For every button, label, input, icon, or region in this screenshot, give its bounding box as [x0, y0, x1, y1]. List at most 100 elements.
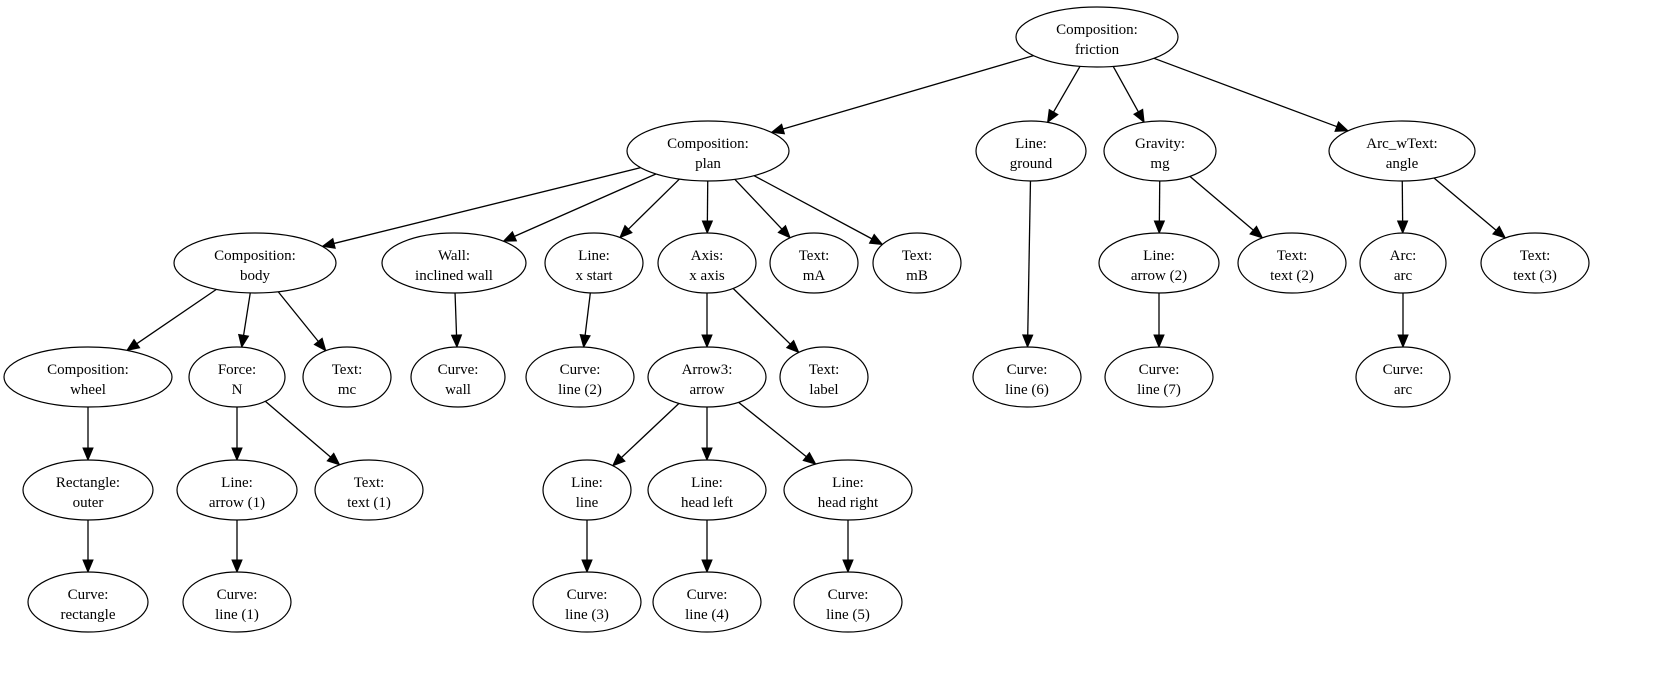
node-ellipse — [532, 571, 642, 633]
node-name-label: ground — [1010, 156, 1053, 172]
graph-node-forceN[interactable]: Force:N — [188, 346, 286, 408]
graph-node-wall[interactable]: Wall:inclined wall — [381, 232, 527, 294]
graph-node-rectouter[interactable]: Rectangle:outer — [22, 459, 154, 521]
node-name-label: angle — [1386, 156, 1419, 172]
graph-node-ground[interactable]: Line:ground — [975, 120, 1087, 182]
node-type-label: Axis: — [691, 248, 724, 264]
node-name-label: x axis — [689, 268, 725, 284]
arrowhead-icon — [579, 333, 591, 349]
node-type-label: Curve: — [217, 587, 258, 603]
node-type-label: Line: — [832, 475, 864, 491]
arrowhead-icon — [125, 338, 141, 352]
node-name-label: text (1) — [347, 495, 391, 511]
graph-node-line4[interactable]: Curve:line (4) — [652, 571, 762, 633]
graph-node-xstart[interactable]: Line: x start — [544, 232, 644, 294]
arrowhead-icon — [785, 339, 800, 354]
graph-node-angle[interactable]: Arc_wText:angle — [1328, 120, 1476, 182]
graph-node-arrow3[interactable]: Arrow3:arrow — [647, 346, 767, 408]
graph-node-text3[interactable]: Text:text (3) — [1480, 232, 1590, 294]
node-name-label: text (2) — [1270, 268, 1314, 284]
node-ellipse — [647, 459, 767, 521]
graph-node-body[interactable]: Composition:body — [173, 232, 337, 294]
arrowhead-icon — [1249, 225, 1264, 239]
node-name-label: line (3) — [565, 607, 609, 623]
graph-edge — [738, 401, 817, 465]
graph-edge — [579, 292, 591, 349]
graph-node-text1[interactable]: Text:text (1) — [314, 459, 424, 521]
graph-node-mB[interactable]: Text:mB — [872, 232, 962, 294]
graph-edge — [82, 520, 94, 574]
node-ellipse — [1104, 346, 1214, 408]
node-type-label: Text: — [809, 362, 840, 378]
graph-node-arc[interactable]: Arc:arc — [1359, 232, 1447, 294]
graph-edge — [842, 520, 854, 574]
node-type-label: Text: — [332, 362, 363, 378]
arrowhead-icon — [1334, 121, 1350, 132]
node-ellipse — [793, 571, 903, 633]
arrowhead-icon — [502, 230, 518, 242]
graph-node-line3[interactable]: Curve:line (3) — [532, 571, 642, 633]
graph-edge — [1112, 66, 1145, 124]
graph-node-arrow1[interactable]: Line:arrow (1) — [176, 459, 298, 521]
graph-node-curvearc[interactable]: Curve: arc — [1355, 346, 1451, 408]
arrowhead-icon — [868, 233, 884, 246]
node-ellipse — [975, 120, 1087, 182]
arrowhead-icon — [842, 559, 854, 574]
node-name-label: line — [576, 495, 599, 511]
graph-node-line7[interactable]: Curve:line (7) — [1104, 346, 1214, 408]
graph-node-headleft[interactable]: Line: head left — [647, 459, 767, 521]
node-name-label: line (2) — [558, 382, 602, 398]
graph-node-arrow2[interactable]: Line:arrow (2) — [1098, 232, 1220, 294]
node-type-label: Line: — [691, 475, 723, 491]
node-ellipse — [657, 232, 757, 294]
node-type-label: Text: — [1277, 248, 1308, 264]
arrowhead-icon — [326, 452, 341, 466]
arrowhead-icon — [1397, 334, 1409, 349]
graph-node-line2[interactable]: Curve: line (2) — [525, 346, 635, 408]
node-name-label: x start — [575, 268, 613, 284]
node-type-label: Curve: — [1139, 362, 1180, 378]
graph-node-plan[interactable]: Composition:plan — [626, 120, 790, 182]
node-name-label: outer — [73, 495, 104, 511]
graph-node-gravity[interactable]: Gravity:mg — [1103, 120, 1217, 182]
node-name-label: plan — [695, 156, 721, 172]
node-type-label: Line: — [578, 248, 610, 264]
node-name-label: arc — [1394, 382, 1413, 398]
graph-node-headright[interactable]: Line:head right — [783, 459, 913, 521]
node-name-label: wheel — [70, 382, 106, 398]
graph-node-curvewall[interactable]: Curve:wall — [410, 346, 506, 408]
node-ellipse — [1328, 120, 1476, 182]
graph-edge — [701, 520, 713, 574]
graph-node-line5[interactable]: Curve:line (5) — [793, 571, 903, 633]
graph-node-wheel[interactable]: Composition:wheel — [3, 346, 173, 408]
node-type-label: Curve: — [1383, 362, 1424, 378]
node-name-label: line (1) — [215, 607, 259, 623]
graph-node-mc[interactable]: Text:mc — [302, 346, 392, 408]
graph-node-friction[interactable]: Composition:friction — [1015, 6, 1179, 68]
graph-edge — [1396, 180, 1409, 235]
graph-node-xaxis[interactable]: Axis: x axis — [657, 232, 757, 294]
arrowhead-icon — [1133, 108, 1145, 124]
graph-node-label[interactable]: Text:label — [779, 346, 869, 408]
graph-node-text2[interactable]: Text: text (2) — [1237, 232, 1347, 294]
node-ellipse — [3, 346, 173, 408]
graph-node-lineline[interactable]: Line:line — [542, 459, 632, 521]
graph-node-line1[interactable]: Curve: line (1) — [182, 571, 292, 633]
node-type-label: Curve: — [560, 362, 601, 378]
node-ellipse — [173, 232, 337, 294]
graph-node-line6[interactable]: Curve:line (6) — [972, 346, 1082, 408]
graph-edge — [450, 292, 463, 349]
graph-node-mA[interactable]: Text:mA — [769, 232, 859, 294]
node-ellipse — [779, 346, 869, 408]
node-name-label: mA — [803, 268, 826, 284]
node-name-label: friction — [1075, 42, 1120, 58]
arrowhead-icon — [82, 559, 94, 574]
graph-node-curverect[interactable]: Curve:rectangle — [27, 571, 149, 633]
graph-edge — [611, 402, 680, 467]
arrowhead-icon — [1021, 334, 1034, 349]
node-ellipse — [22, 459, 154, 521]
node-name-label: head left — [681, 495, 734, 511]
node-type-label: Line: — [221, 475, 253, 491]
graph-edge — [1046, 66, 1081, 124]
